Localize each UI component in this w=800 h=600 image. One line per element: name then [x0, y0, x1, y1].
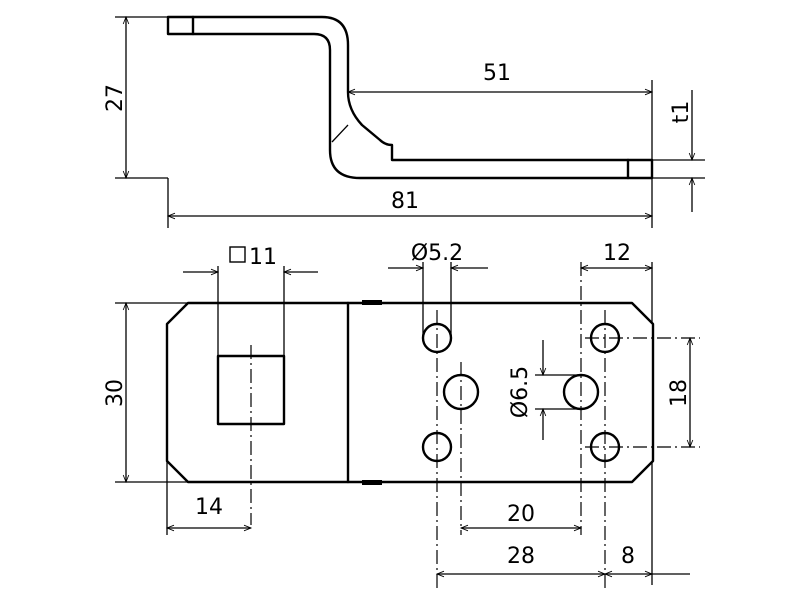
dim-hole-spacing-label: 18	[667, 379, 692, 407]
left-plate-outline	[165, 301, 350, 484]
weld-mark-top	[362, 300, 382, 305]
square-symbol-icon	[229, 246, 246, 263]
dim-center-hole-label: Ø6.5	[508, 366, 533, 418]
right-plate-outline	[346, 301, 655, 484]
dim-edge-offset-label: 12	[603, 241, 631, 266]
dim-small-hole-label: Ø5.2	[411, 241, 463, 266]
dim-square-offset-label: 14	[195, 495, 223, 520]
dim-outer-hole-span-label: 28	[507, 544, 535, 569]
dim-height-label: 27	[103, 84, 128, 112]
dim-end-offset-label: 8	[621, 544, 635, 569]
dim-thickness-label: t1	[669, 101, 694, 124]
dim-overall-label: 81	[391, 189, 419, 214]
bend-line	[331, 124, 349, 143]
dim-square-label: 11	[249, 245, 277, 270]
dim-width-label: 30	[103, 379, 128, 407]
side-view: 27 51 t1 81	[103, 15, 705, 228]
top-view: 11 Ø5.2 12 30 Ø6.5	[103, 241, 700, 590]
bracket-profile	[166, 15, 654, 180]
dim-hole-pitch-label: 20	[507, 502, 535, 527]
dim-flange-label: 51	[483, 61, 511, 86]
square-hole	[216, 354, 286, 426]
weld-mark-bottom	[362, 480, 382, 485]
